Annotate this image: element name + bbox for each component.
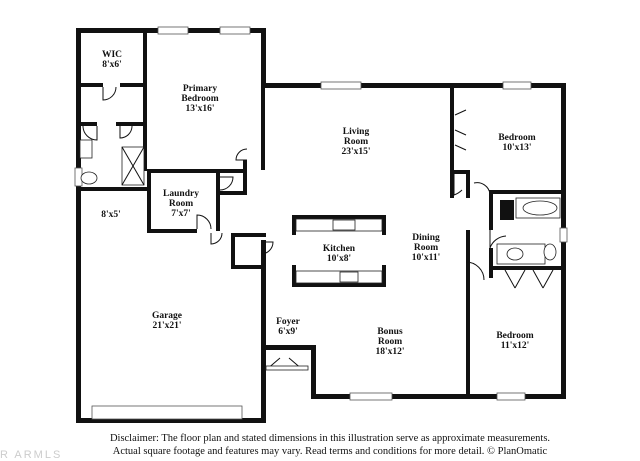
room-foyer-name: Foyer: [276, 317, 301, 327]
doors: [82, 86, 554, 371]
closet-door: [265, 365, 309, 371]
room-dining-dim: 10'x11': [412, 253, 441, 263]
room-laundry-dim: 7'x7': [171, 209, 191, 219]
room-wic-dim: 8'x6': [102, 60, 122, 70]
room-primary-name: Primary: [183, 84, 218, 94]
kitchen-counters: [292, 215, 386, 287]
disclaimer-line-1: Disclaimer: The floor plan and stated di…: [109, 433, 551, 444]
room-bed3-dim: 11'x12': [501, 341, 530, 351]
room-foyer-dim: 6'x9': [278, 327, 298, 337]
room-dining-name2: Room: [414, 243, 438, 253]
room-primary-name2: Bedroom: [181, 94, 218, 104]
room-living-name2: Room: [344, 137, 368, 147]
room-kitchen-name: Kitchen: [323, 244, 356, 254]
room-bed3-name: Bedroom: [496, 331, 533, 341]
room-laundry-name: Laundry: [163, 189, 199, 199]
room-bed2-name: Bedroom: [498, 133, 535, 143]
room-living-name: Living: [343, 127, 370, 137]
windows: [74, 26, 568, 401]
room-bonus-dim: 18'x12': [375, 347, 404, 357]
room-bonus-name2: Room: [378, 337, 402, 347]
disclaimer-line-2: Actual square footage and features may v…: [112, 446, 548, 457]
room-dining-name: Dining: [412, 233, 440, 243]
bath-fixtures: [79, 139, 561, 265]
interior-walls: [81, 33, 561, 394]
room-bonus-name: Bonus: [377, 327, 403, 337]
garage-door: [91, 405, 243, 420]
room-primary-dim: 13'x16': [185, 104, 214, 114]
room-bed2-dim: 10'x13': [502, 143, 531, 153]
room-garage-dim: 21'x21': [152, 321, 181, 331]
room-wic-name: WIC: [102, 50, 122, 60]
room-garage-name: Garage: [152, 311, 182, 321]
room-hall-dim: 8'x5': [101, 210, 121, 220]
room-laundry-name2: Room: [169, 199, 193, 209]
watermark: R ARMLS: [0, 449, 63, 461]
room-living-dim: 23'x15': [341, 147, 370, 157]
room-kitchen-dim: 10'x8': [327, 254, 351, 264]
